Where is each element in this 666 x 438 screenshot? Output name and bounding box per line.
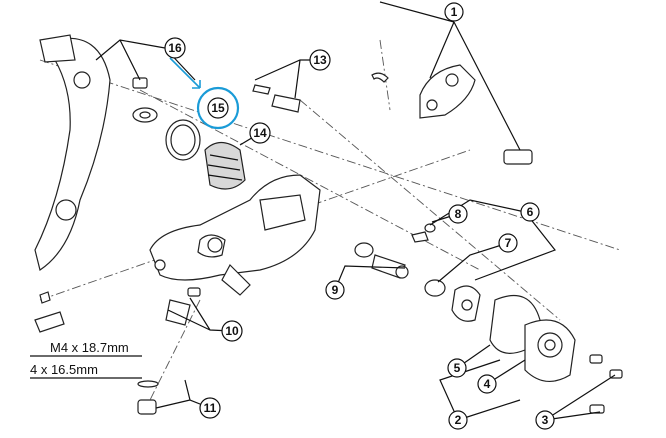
callout-1: 1 bbox=[444, 2, 464, 22]
svg-text:4: 4 bbox=[484, 377, 491, 391]
svg-text:5: 5 bbox=[454, 361, 461, 375]
callout-16: 16 bbox=[164, 37, 186, 59]
callout-8: 8 bbox=[448, 204, 468, 224]
svg-text:8: 8 bbox=[455, 207, 462, 221]
callout-15: 15 bbox=[207, 97, 229, 119]
spec-bolt-2: 4 x 16.5mm bbox=[30, 362, 98, 377]
part-11-bolt bbox=[137, 380, 159, 415]
callout-11: 11 bbox=[199, 397, 221, 419]
callout-6: 6 bbox=[520, 202, 540, 222]
svg-text:13: 13 bbox=[313, 53, 327, 67]
svg-text:3: 3 bbox=[542, 413, 549, 427]
callout-3: 3 bbox=[535, 410, 555, 430]
part-14-spring bbox=[204, 141, 246, 190]
part-1-bracket bbox=[371, 64, 533, 165]
part-15-ring bbox=[165, 119, 201, 161]
svg-text:14: 14 bbox=[253, 126, 267, 140]
part-10-screw bbox=[165, 287, 201, 326]
part-13-pin bbox=[252, 84, 301, 113]
part-4-5-cover bbox=[489, 294, 623, 414]
callout-2: 2 bbox=[448, 410, 468, 430]
spec-bolt-1: M4 x 18.7mm bbox=[50, 340, 129, 355]
callouts: 1 2 3 4 5 6 7 8 9 10 11 13 14 15 16 bbox=[164, 2, 555, 430]
part-8-pin bbox=[411, 223, 436, 243]
svg-text:6: 6 bbox=[527, 205, 534, 219]
callout-14: 14 bbox=[249, 122, 271, 144]
callout-5: 5 bbox=[447, 358, 467, 378]
svg-text:11: 11 bbox=[204, 401, 217, 415]
callout-7: 7 bbox=[498, 233, 518, 253]
callout-10: 10 bbox=[221, 320, 243, 342]
svg-text:2: 2 bbox=[455, 413, 462, 427]
svg-text:7: 7 bbox=[505, 236, 512, 250]
callout-4: 4 bbox=[477, 374, 497, 394]
callout-9: 9 bbox=[325, 280, 345, 300]
svg-text:1: 1 bbox=[451, 5, 458, 19]
derailleur-body bbox=[149, 174, 321, 296]
svg-text:15: 15 bbox=[211, 101, 225, 115]
part-9-axle bbox=[354, 242, 409, 279]
callout-13: 13 bbox=[309, 49, 331, 71]
svg-text:10: 10 bbox=[225, 324, 239, 338]
svg-text:16: 16 bbox=[168, 41, 182, 55]
spec-labels: M4 x 18.7mm 4 x 16.5mm bbox=[30, 340, 142, 379]
part-7-tension-unit bbox=[424, 279, 481, 322]
highlight-part-15 bbox=[169, 57, 240, 130]
svg-text:9: 9 bbox=[332, 283, 339, 297]
limit-screw bbox=[34, 291, 65, 333]
part-16-screw bbox=[132, 77, 158, 123]
cage-plate bbox=[34, 34, 111, 271]
